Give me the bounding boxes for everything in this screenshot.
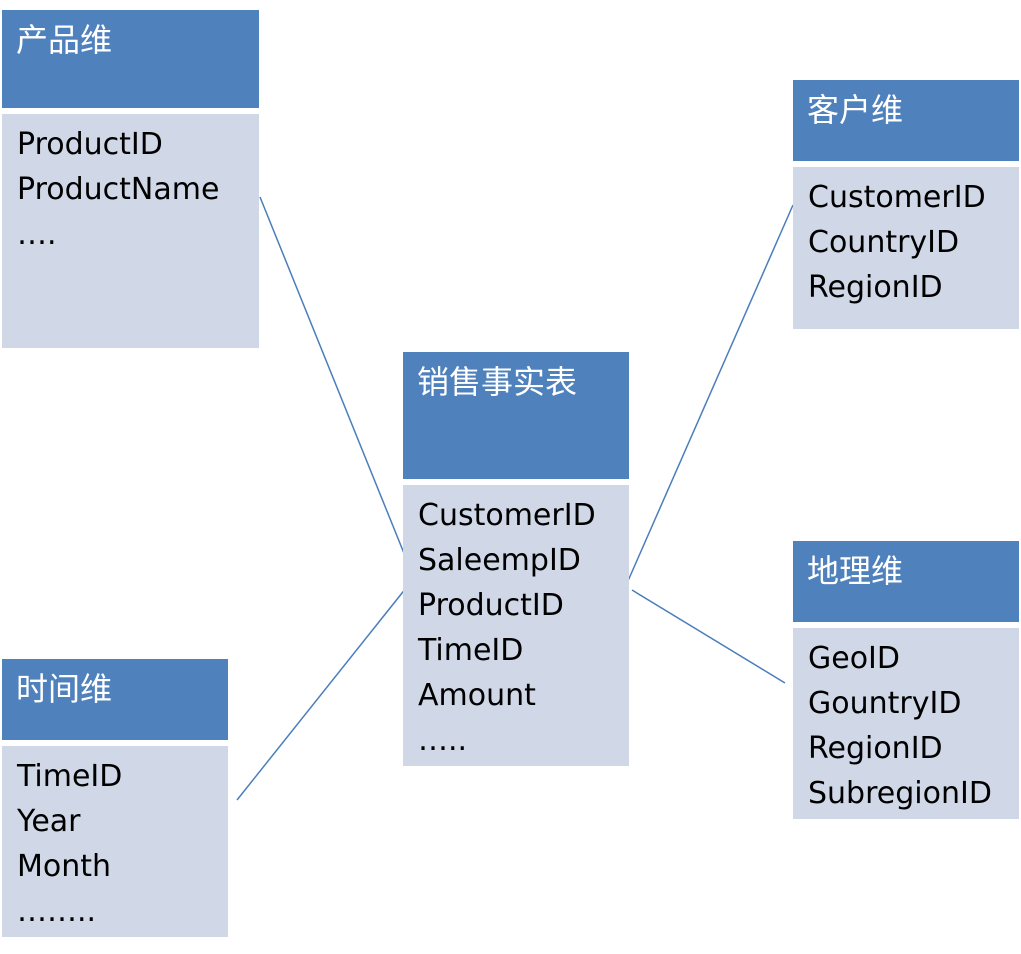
geo-fact-connector	[631, 589, 786, 684]
field: ….	[17, 217, 57, 252]
time-fact-connector	[236, 577, 415, 801]
field: …..	[418, 723, 468, 758]
geo-dimension-title: 地理维	[793, 541, 1019, 622]
field: TimeID	[17, 759, 123, 794]
field: CountryID	[808, 225, 960, 260]
customer-fact-connector	[623, 204, 794, 591]
time-dimension-title: 时间维	[2, 659, 228, 740]
field: RegionID	[808, 270, 943, 305]
time-dimension-table: 时间维 TimeID Year Month ……..	[2, 659, 228, 937]
field: Amount	[418, 678, 536, 713]
field: ProductID	[418, 588, 564, 623]
field: GountryID	[808, 686, 962, 721]
field: TimeID	[418, 633, 524, 668]
field: ProductID	[17, 127, 163, 162]
field: RegionID	[808, 731, 943, 766]
time-dimension-fields: TimeID Year Month ……..	[2, 746, 228, 937]
product-dimension-title: 产品维	[2, 10, 259, 108]
field: ProductName	[17, 172, 220, 207]
sales-fact-table: 销售事实表 CustomerID SaleempID ProductID Tim…	[403, 352, 629, 766]
geo-dimension-fields: GeoID GountryID RegionID SubregionID	[793, 628, 1019, 819]
field: SaleempID	[418, 543, 581, 578]
product-dimension-table: 产品维 ProductID ProductName ….	[2, 10, 259, 348]
customer-dimension-table: 客户维 CustomerID CountryID RegionID	[793, 80, 1019, 329]
field: SubregionID	[808, 776, 992, 811]
sales-fact-title: 销售事实表	[403, 352, 629, 479]
customer-dimension-title: 客户维	[793, 80, 1019, 161]
field: ……..	[17, 894, 97, 929]
field: CustomerID	[808, 180, 986, 215]
product-dimension-fields: ProductID ProductName ….	[2, 114, 259, 348]
field: CustomerID	[418, 498, 596, 533]
customer-dimension-fields: CustomerID CountryID RegionID	[793, 167, 1019, 329]
geo-dimension-table: 地理维 GeoID GountryID RegionID SubregionID	[793, 541, 1019, 819]
field: Year	[17, 804, 81, 839]
field: Month	[17, 849, 112, 884]
product-fact-connector	[259, 196, 415, 579]
sales-fact-fields: CustomerID SaleempID ProductID TimeID Am…	[403, 485, 629, 766]
field: GeoID	[808, 641, 901, 676]
